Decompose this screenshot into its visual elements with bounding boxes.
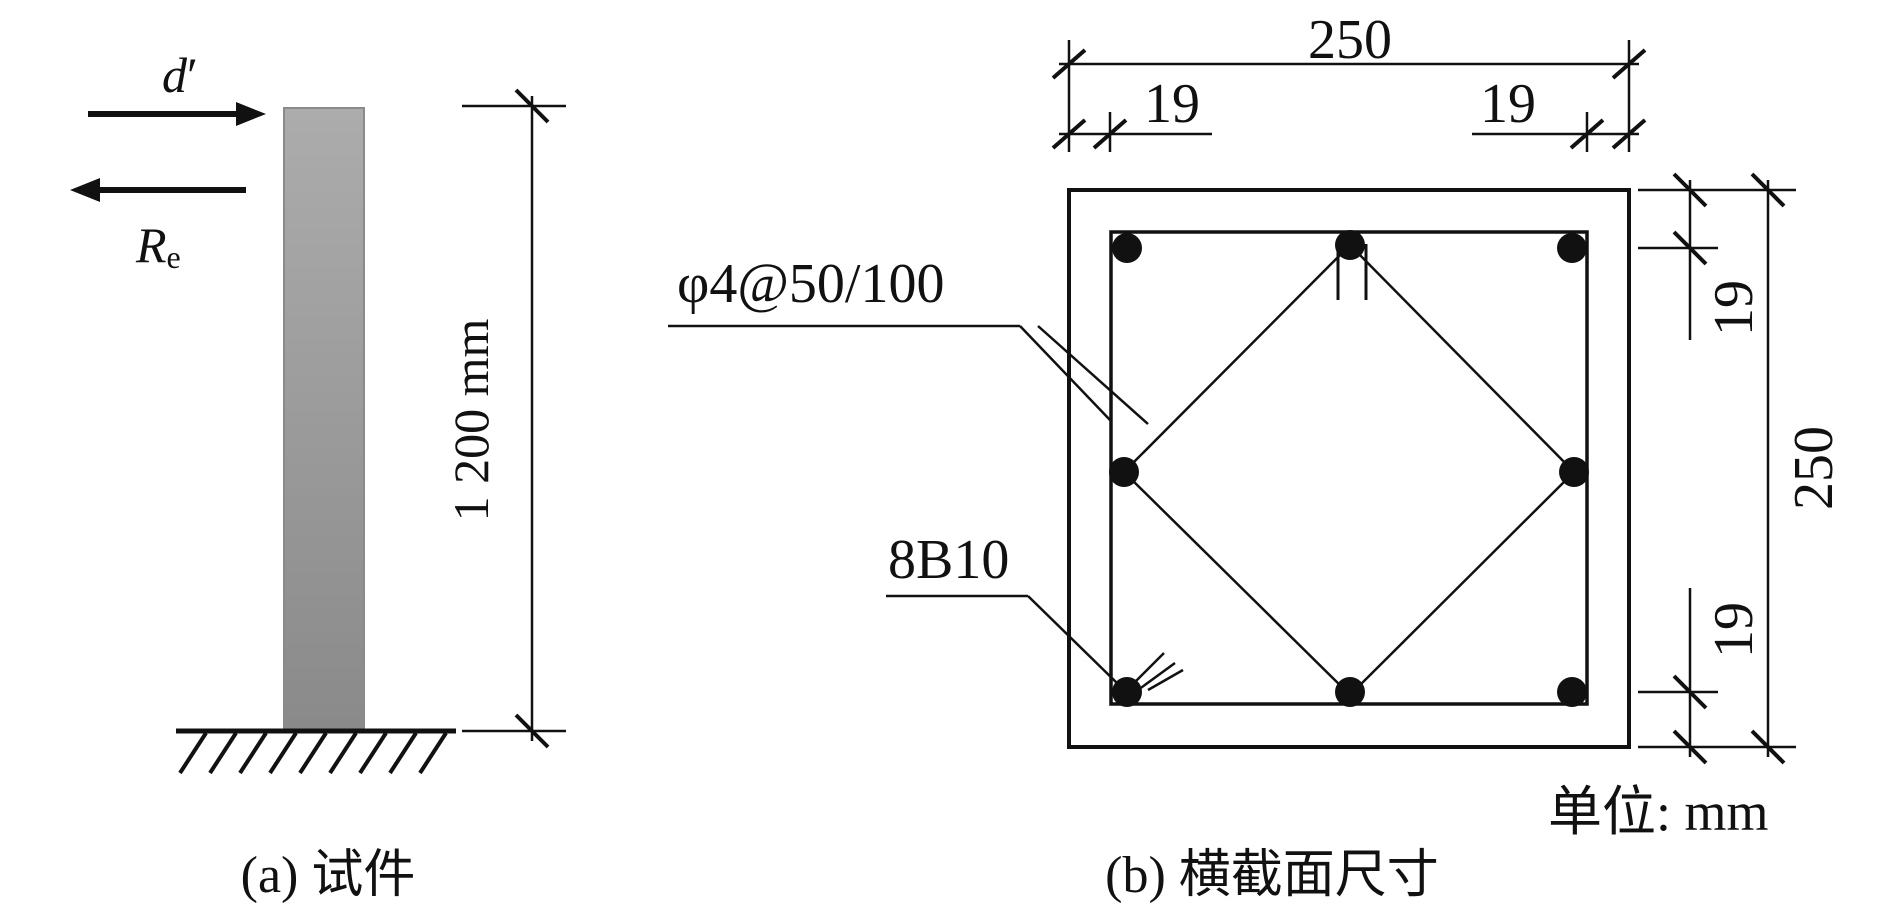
rebar-middle-right bbox=[1559, 457, 1589, 487]
right-dimensions bbox=[1638, 172, 1796, 765]
height-label: 1 200 mm bbox=[443, 319, 499, 522]
width-label: 250 bbox=[1308, 9, 1392, 71]
section-outline bbox=[1067, 188, 1631, 749]
reaction-arrow bbox=[70, 178, 246, 202]
stirrup-label: φ4@50/100 bbox=[677, 253, 944, 315]
rebar-leader bbox=[886, 594, 1119, 685]
fixed-support bbox=[176, 728, 456, 775]
stirrup-hooks bbox=[1126, 244, 1368, 692]
rebar-label: 8B10 bbox=[888, 529, 1009, 591]
reaction-label: Re bbox=[135, 217, 181, 275]
cover-left-label: 19 bbox=[1144, 73, 1200, 135]
rebar-bottom-left bbox=[1112, 677, 1142, 707]
displacement-arrow bbox=[88, 102, 266, 126]
cover-top-label: 19 bbox=[1703, 280, 1765, 336]
unit-label: 单位: mm bbox=[1548, 782, 1769, 842]
height-dimension bbox=[462, 88, 566, 749]
cover-right-label: 19 bbox=[1480, 73, 1536, 135]
rectangular-stirrup bbox=[1109, 230, 1589, 706]
rebar-middle-left bbox=[1109, 457, 1139, 487]
rebar-top-left bbox=[1112, 233, 1142, 263]
caption-a: (a) 试件 bbox=[241, 847, 416, 904]
stirrup-leader bbox=[668, 324, 1149, 425]
rebar-bottom-middle bbox=[1335, 677, 1365, 707]
diamond-stirrup bbox=[1122, 243, 1576, 697]
panel-a-specimen: d′ Re 1 200 mm bbox=[70, 47, 566, 904]
cover-bottom-label: 19 bbox=[1703, 602, 1765, 658]
displacement-label: d′ bbox=[162, 47, 198, 103]
rebar-bottom-right bbox=[1557, 677, 1587, 707]
longitudinal-rebars bbox=[1109, 230, 1589, 707]
top-dimensions bbox=[1051, 40, 1647, 152]
height-label-b: 250 bbox=[1783, 426, 1845, 510]
column-specimen bbox=[283, 107, 365, 730]
rebar-top-middle bbox=[1335, 230, 1365, 260]
rebar-top-right bbox=[1557, 233, 1587, 263]
panel-b-cross-section: 250 19 19 250 19 19 φ4@50/100 bbox=[668, 9, 1845, 904]
caption-b: (b) 横截面尺寸 bbox=[1105, 847, 1439, 904]
